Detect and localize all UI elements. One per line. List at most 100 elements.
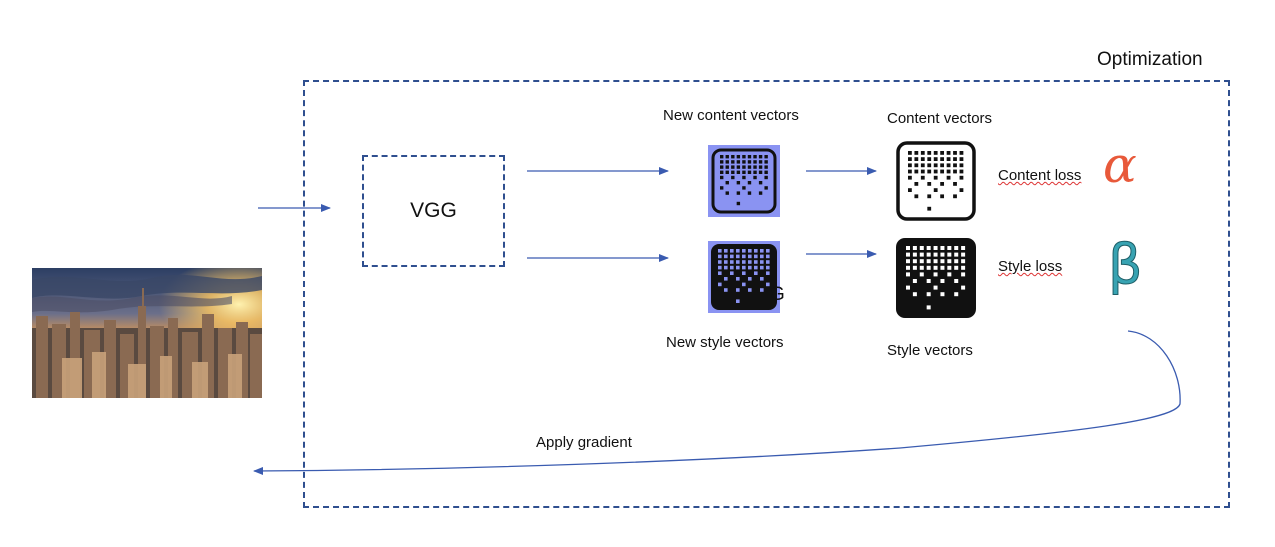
grid-dot bbox=[940, 163, 945, 168]
grid-dot bbox=[920, 151, 925, 155]
grid-dot bbox=[766, 271, 770, 275]
grid-dot bbox=[718, 271, 722, 275]
grid-dot bbox=[912, 279, 917, 283]
grid-dot bbox=[742, 249, 746, 253]
grid-dot bbox=[742, 282, 746, 287]
grid-dot bbox=[954, 265, 959, 270]
grid-dot bbox=[742, 165, 746, 169]
grid-dot bbox=[736, 249, 740, 253]
new-style-vectors-icon bbox=[708, 241, 780, 313]
grid-dot bbox=[724, 277, 728, 281]
grid-dot bbox=[926, 259, 931, 264]
grid-dot bbox=[718, 282, 722, 287]
content-vectors-icon bbox=[896, 141, 976, 221]
grid-dot bbox=[754, 265, 758, 270]
grid-dot bbox=[959, 188, 964, 192]
grid-dot bbox=[927, 182, 932, 186]
grid-dot bbox=[747, 191, 752, 195]
grid-dot bbox=[764, 186, 768, 190]
grid-dot bbox=[954, 259, 959, 264]
new-content-vectors-label: New content vectors bbox=[663, 107, 799, 124]
grid-dot bbox=[731, 165, 735, 169]
grid-dot bbox=[754, 260, 758, 264]
grid-dot bbox=[725, 165, 729, 169]
grid-dot bbox=[760, 288, 764, 292]
grid-dot bbox=[906, 246, 910, 250]
grid-dot bbox=[927, 151, 932, 155]
grid-dot bbox=[764, 165, 768, 169]
grid-dot bbox=[906, 272, 910, 277]
grid-dot bbox=[947, 252, 952, 257]
grid-dot bbox=[742, 260, 746, 264]
new-style-vectors-label: New style vectors bbox=[666, 334, 784, 351]
grid-dot bbox=[725, 181, 729, 185]
grid-dot bbox=[946, 169, 951, 174]
grid-dot bbox=[766, 265, 770, 270]
apply-gradient-label: Apply gradient bbox=[536, 434, 632, 451]
grid-dot bbox=[940, 246, 945, 250]
grid-dot bbox=[961, 246, 966, 250]
grid-dot bbox=[742, 155, 746, 159]
grid-dot bbox=[736, 288, 740, 292]
grid-dot bbox=[908, 163, 912, 168]
grid-dot bbox=[959, 151, 964, 155]
grid-dot bbox=[940, 157, 945, 161]
grid-dot bbox=[912, 252, 917, 257]
grid-dot bbox=[954, 279, 959, 283]
grid-dot bbox=[912, 292, 917, 297]
grid-dot bbox=[926, 305, 931, 310]
grid-dot bbox=[940, 259, 945, 264]
grid-dot bbox=[947, 259, 952, 264]
alpha-weight-symbol: α bbox=[1103, 136, 1137, 194]
grid-dot bbox=[764, 175, 768, 180]
grid-dot bbox=[760, 260, 764, 264]
grid-dot bbox=[731, 155, 735, 159]
grid-dot bbox=[954, 252, 959, 257]
grid-dot bbox=[920, 175, 925, 180]
grid-dot bbox=[947, 272, 952, 277]
grid-dot bbox=[736, 201, 741, 206]
grid-dot bbox=[933, 246, 938, 250]
grid-dot bbox=[742, 254, 746, 259]
grid-dot bbox=[731, 160, 735, 164]
grid-dot bbox=[736, 155, 741, 159]
grid-dot bbox=[730, 271, 734, 275]
grid-dot bbox=[764, 170, 768, 174]
grid-dot bbox=[718, 254, 722, 259]
grid-dot bbox=[906, 252, 910, 257]
grid-dot bbox=[927, 157, 932, 161]
style-vectors-label: Style vectors bbox=[887, 342, 973, 359]
grid-dot bbox=[919, 265, 924, 270]
grid-dot bbox=[718, 249, 722, 253]
grid-dot bbox=[933, 252, 938, 257]
grid-dot bbox=[926, 279, 931, 283]
grid-dot bbox=[718, 260, 722, 264]
grid-dot bbox=[953, 194, 957, 199]
grid-dot bbox=[940, 169, 945, 174]
grid-dot bbox=[926, 265, 931, 270]
grid-dot bbox=[920, 163, 925, 168]
grid-dot bbox=[754, 254, 758, 259]
grid-dot bbox=[961, 259, 966, 264]
grid-dot bbox=[720, 155, 724, 159]
grid-dot bbox=[927, 206, 932, 211]
grid-dot bbox=[760, 277, 764, 281]
grid-dot bbox=[940, 182, 945, 186]
grid-dot bbox=[747, 160, 752, 164]
grid-dot bbox=[730, 265, 734, 270]
grid-dot bbox=[753, 165, 757, 169]
grid-dot bbox=[753, 160, 757, 164]
grid-dot bbox=[736, 170, 741, 174]
grid-dot bbox=[758, 191, 763, 195]
grid-dot bbox=[946, 157, 951, 161]
grid-dot bbox=[736, 181, 741, 185]
grid-dot bbox=[912, 246, 917, 250]
grid-dot bbox=[724, 254, 728, 259]
grid-dot bbox=[953, 151, 957, 155]
grid-dot bbox=[940, 194, 945, 199]
grid-dot bbox=[760, 265, 764, 270]
grid-dot bbox=[736, 254, 740, 259]
grid-dot bbox=[914, 182, 919, 186]
grid-dot bbox=[758, 170, 763, 174]
grid-dot bbox=[933, 157, 938, 161]
